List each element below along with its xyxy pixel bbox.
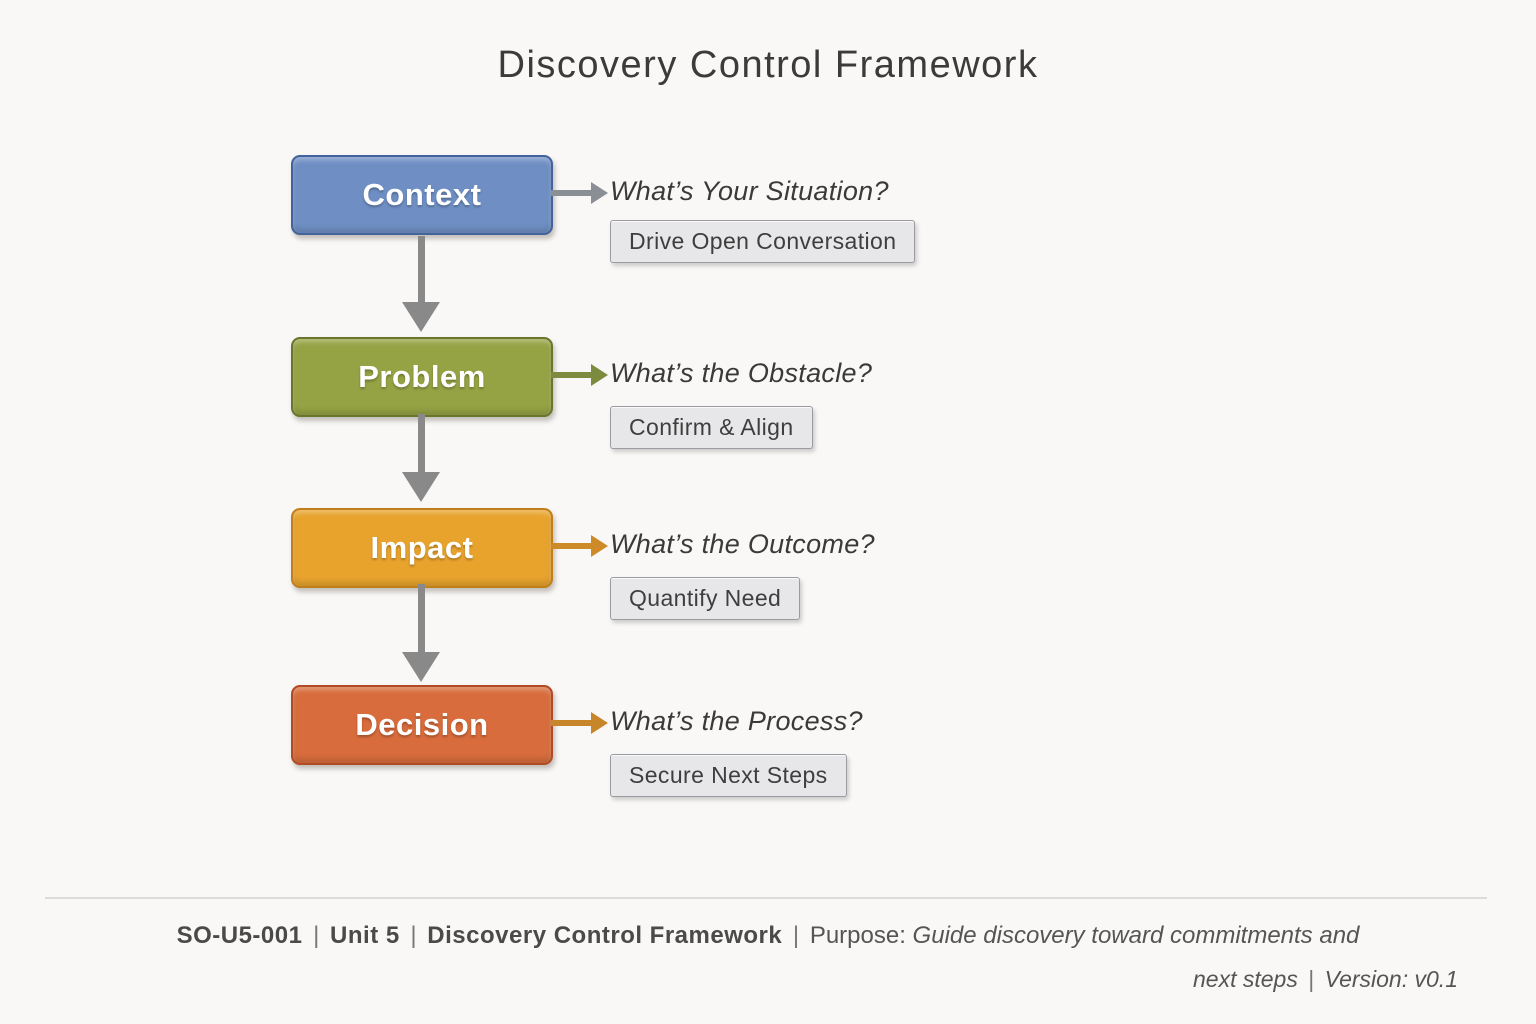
arrow-stem xyxy=(551,720,593,726)
stage-label-context: Context xyxy=(362,177,482,212)
footer-separator: | xyxy=(1308,966,1315,992)
connector-arrow-3-icon xyxy=(402,584,440,682)
connector-head xyxy=(402,472,440,502)
stage-box-impact: Impact xyxy=(291,508,553,588)
stage-label-problem: Problem xyxy=(358,359,486,394)
stage-label-impact: Impact xyxy=(370,530,474,565)
question-decision: What’s the Process? xyxy=(610,706,863,736)
arrow-stem xyxy=(551,543,593,549)
footer-line-1: SO-U5-001 | Unit 5 | Discovery Control F… xyxy=(0,922,1536,950)
connector-head xyxy=(402,652,440,682)
footer-doc-name: Discovery Control Framework xyxy=(427,922,783,949)
action-box-decision: Secure Next Steps xyxy=(610,754,847,797)
connector-stem xyxy=(417,236,425,302)
action-box-problem: Confirm & Align xyxy=(610,406,813,449)
connector-head xyxy=(402,302,440,332)
arrow-head xyxy=(591,364,608,386)
arrow-head xyxy=(591,535,608,557)
arrow-right-decision-icon xyxy=(551,712,609,734)
footer-separator: | xyxy=(313,922,320,949)
arrow-right-context-icon xyxy=(551,182,609,204)
footer-divider xyxy=(45,897,1487,899)
footer-unit: Unit 5 xyxy=(330,922,400,949)
action-box-impact: Quantify Need xyxy=(610,577,801,620)
stage-box-decision: Decision xyxy=(291,685,553,765)
footer-version-value: v0.1 xyxy=(1414,966,1458,992)
question-problem: What’s the Obstacle? xyxy=(610,358,873,388)
connector-arrow-2-icon xyxy=(402,414,440,502)
arrow-stem xyxy=(551,190,593,196)
footer-separator: | xyxy=(410,922,417,949)
arrow-stem xyxy=(551,372,593,378)
footer-version-label: Version: xyxy=(1324,966,1409,992)
page-title: Discovery Control Framework xyxy=(497,44,1039,86)
footer-purpose-text-continued: next steps xyxy=(1192,966,1298,992)
stage-box-problem: Problem xyxy=(291,337,553,417)
connector-arrow-1-icon xyxy=(402,236,440,332)
footer-separator: | xyxy=(792,922,800,949)
footer-purpose-text: Guide discovery toward commitments and xyxy=(912,922,1360,949)
stage-box-context: Context xyxy=(291,155,553,235)
question-context: What’s Your Situation? xyxy=(610,176,889,206)
connector-stem xyxy=(417,584,425,652)
question-impact: What’s the Outcome? xyxy=(610,529,875,559)
footer-purpose-label: Purpose: xyxy=(809,922,906,949)
footer-doc-id: SO-U5-001 xyxy=(176,922,303,949)
arrow-head xyxy=(591,182,608,204)
arrow-head xyxy=(591,712,608,734)
arrow-right-problem-icon xyxy=(551,364,609,386)
stage-label-decision: Decision xyxy=(355,707,489,742)
footer-line-2: next steps | Version: v0.1 xyxy=(0,966,1536,993)
action-box-context: Drive Open Conversation xyxy=(610,220,916,263)
arrow-right-impact-icon xyxy=(551,535,609,557)
connector-stem xyxy=(417,414,425,472)
